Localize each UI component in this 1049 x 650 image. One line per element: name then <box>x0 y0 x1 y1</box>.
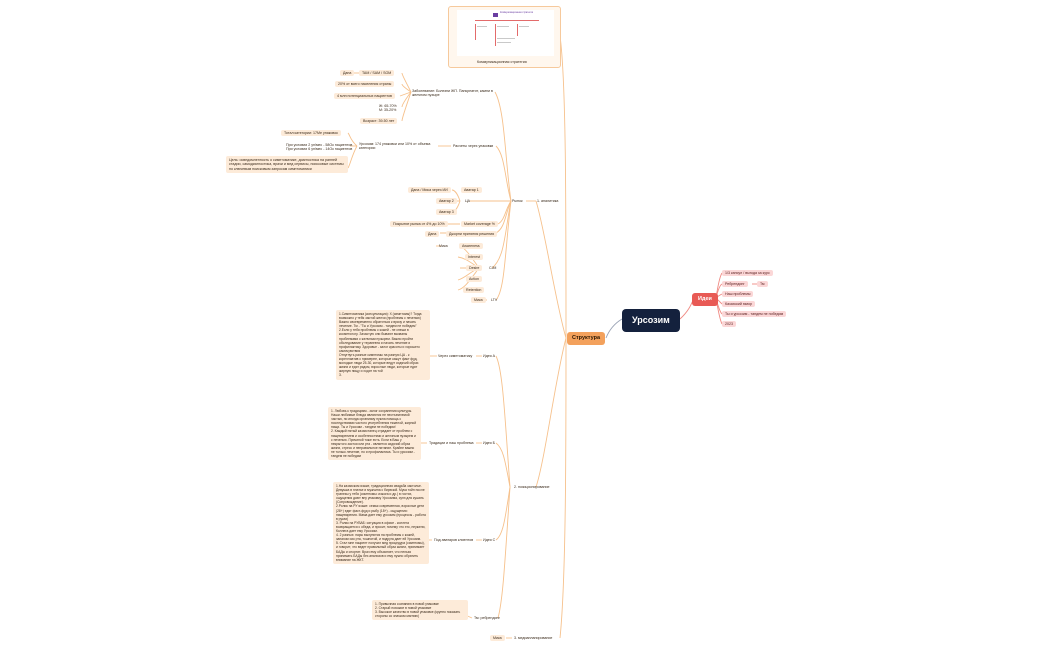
ursozim-share-node[interactable]: Урсозим: 174 упаковки или 10% от объема … <box>359 142 431 151</box>
mika-media-node[interactable]: Мика <box>490 635 505 642</box>
strategy-thumbnail: Коммуникационная стратегия <box>457 10 554 56</box>
ltv-node[interactable]: LTV <box>491 298 498 302</box>
idea-a-text[interactable]: 1.Симптоматика (консультация): Х (симпто… <box>336 310 430 380</box>
strategy-thumb-title: Коммуникационная стратегия <box>500 11 534 14</box>
idea-item-kazakh-humor[interactable]: Казахский юмор <box>722 301 755 308</box>
edge-positioning-rebrand <box>497 486 511 619</box>
goals-node[interactable]: Цель: осведомленность о симптоматике, ди… <box>226 156 348 174</box>
structure-node[interactable]: Структура <box>567 332 605 345</box>
avatar-3-node[interactable]: Аватар 3 <box>436 209 457 216</box>
rebrand-node[interactable]: Тм: ребрендинг <box>474 616 500 620</box>
edge-market-journey <box>495 200 512 234</box>
ideas-node[interactable]: Идеи <box>692 293 718 306</box>
edge-market-disease <box>494 91 512 202</box>
dana-node[interactable]: Дана <box>340 70 355 77</box>
interest-node[interactable]: Interest <box>465 254 483 261</box>
journey-node[interactable]: Джорни принятия решения <box>446 231 498 238</box>
four-mln-node[interactable]: 4 млн потенциальных пациентов <box>334 93 395 100</box>
edge-market-calc <box>495 145 512 202</box>
edge-positioning-a <box>495 355 511 488</box>
action-node[interactable]: Action <box>466 276 482 283</box>
avatar-1-node[interactable]: Аватар 1 <box>461 187 482 194</box>
idea-item-tm[interactable]: Тм <box>757 281 768 288</box>
coverage-node[interactable]: Покрытие рынка от 4% до 10% <box>390 221 448 228</box>
strategy-card[interactable]: Коммуникационная стратегия Коммуникацион… <box>448 6 561 68</box>
edge-structure-strategy <box>559 35 567 339</box>
patients-node[interactable]: При условии 2 уп/мес - 58Ок пациентов Пр… <box>286 143 353 152</box>
market-node[interactable]: Рынок <box>512 199 523 203</box>
awareness-node[interactable]: Awareness <box>459 243 483 250</box>
idea-item-our-problems[interactable]: Наш проблемы <box>722 291 754 298</box>
via-symptoms-node[interactable]: Через симптоматику <box>438 354 473 358</box>
idea-item-capsules[interactable]: 1/3 капсул / выгода за курс <box>722 270 773 277</box>
desire-node[interactable]: Desire <box>466 265 483 272</box>
traditions-node[interactable]: Традиции и наш проблема <box>429 441 474 445</box>
analytics-node[interactable]: 1. аналитика <box>537 199 559 203</box>
idea-item-tandem[interactable]: Ты и урсозим - тандем не победим <box>722 311 787 318</box>
media-node[interactable]: 3. медиапланирование <box>514 636 553 640</box>
gender-node[interactable]: Ж: 65-70% М: 35-20% <box>379 104 397 113</box>
root-node[interactable]: Урсозим <box>622 309 680 332</box>
mika-awareness-node[interactable]: Мика <box>439 244 448 248</box>
edge-structure-analytics <box>535 200 567 339</box>
idea-a-node[interactable]: Идея A <box>483 354 496 358</box>
percent-population-node[interactable]: 20% от всего населения страны <box>335 81 395 88</box>
positioning-node[interactable]: 2. позиционирование <box>514 485 550 489</box>
age-node[interactable]: Возраст: 39-50 лет <box>360 118 398 125</box>
tam-node[interactable]: TAM / SAM / SOM <box>359 70 395 77</box>
calc-node[interactable]: Расчеты через упаковки <box>453 144 494 148</box>
mika-ltv-node[interactable]: Мика <box>471 297 486 304</box>
edge-market-ltv <box>495 200 512 301</box>
strategy-caption: Коммуникационная стратегия <box>477 60 527 64</box>
via-avatars-node[interactable]: Под аватаров клиентов <box>434 538 474 542</box>
idea-c-node[interactable]: Идея С <box>483 538 496 542</box>
rebrand-text[interactable]: 1. Привычная сознанию в новой упаковке 2… <box>372 600 468 621</box>
ca-node[interactable]: ЦА <box>465 199 471 203</box>
edge-positioning-b <box>495 442 511 488</box>
cjm-node[interactable]: CJM <box>489 266 497 270</box>
retention-node[interactable]: Retention <box>463 287 485 294</box>
idea-b-text[interactable]: 1. Любовь к традициям - залог сохранения… <box>328 407 421 461</box>
dana-mika-node[interactable]: Дана / Мика через ИИ <box>408 187 451 194</box>
dana-journey-node[interactable]: Дана <box>425 231 440 238</box>
edge-positioning-c <box>495 486 511 541</box>
edge-structure-positioning <box>535 337 567 488</box>
idea-item-2023[interactable]: 2023 <box>722 321 736 328</box>
market-coverage-node[interactable]: Market coverage % <box>461 221 498 228</box>
idea-item-rebrand[interactable]: Ребрендинг <box>722 281 748 288</box>
avatar-2-node[interactable]: Аватар 2 <box>436 198 457 205</box>
idea-b-node[interactable]: Идея Б <box>483 441 495 445</box>
edge-market-cjm <box>491 200 512 269</box>
disease-node[interactable]: Заболевание: Болезни ЖП. Панкреатит, кам… <box>412 89 493 98</box>
total-category-node[interactable]: Тотал категории: 17Ме упаковок <box>281 130 341 137</box>
edge-structure-media <box>559 337 567 639</box>
idea-c-text[interactable]: 1.На казахском языке, традиционная свадь… <box>333 482 429 564</box>
strategy-thumb-bar <box>493 13 498 17</box>
edge-root-structure <box>605 318 623 339</box>
